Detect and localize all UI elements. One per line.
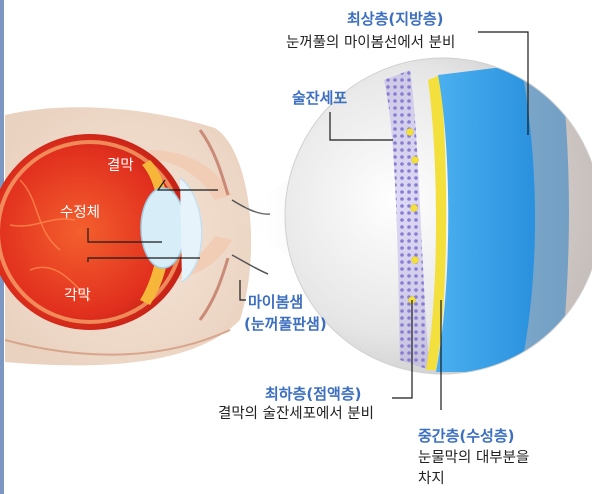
aqueous-layer-title: 중간층(수성층)	[418, 427, 515, 445]
cornea-label: 각막	[64, 288, 91, 305]
goblet-cell-label: 술잔세포	[292, 89, 347, 107]
conjunctiva-label: 결막	[107, 158, 134, 175]
aqueous-layer-desc-line1: 눈물막의 대부분을	[418, 450, 529, 467]
lipid-layer-title: 최상층(지방층)	[347, 10, 444, 28]
lens	[141, 188, 185, 268]
aqueous-layer-desc-line2: 차지	[418, 471, 445, 488]
meibomian-gland-label: 마이봄샘	[248, 293, 303, 311]
lens-label: 수정체	[60, 205, 100, 222]
meibomian-gland-sublabel: (눈꺼풀판샘)	[244, 315, 327, 333]
mucin-layer-title: 최하층(점액층)	[265, 385, 362, 403]
mucin-layer-desc: 결막의 술잔세포에서 분비	[218, 406, 374, 423]
lipid-layer-desc: 눈꺼풀의 마이봄선에서 분비	[286, 35, 455, 52]
